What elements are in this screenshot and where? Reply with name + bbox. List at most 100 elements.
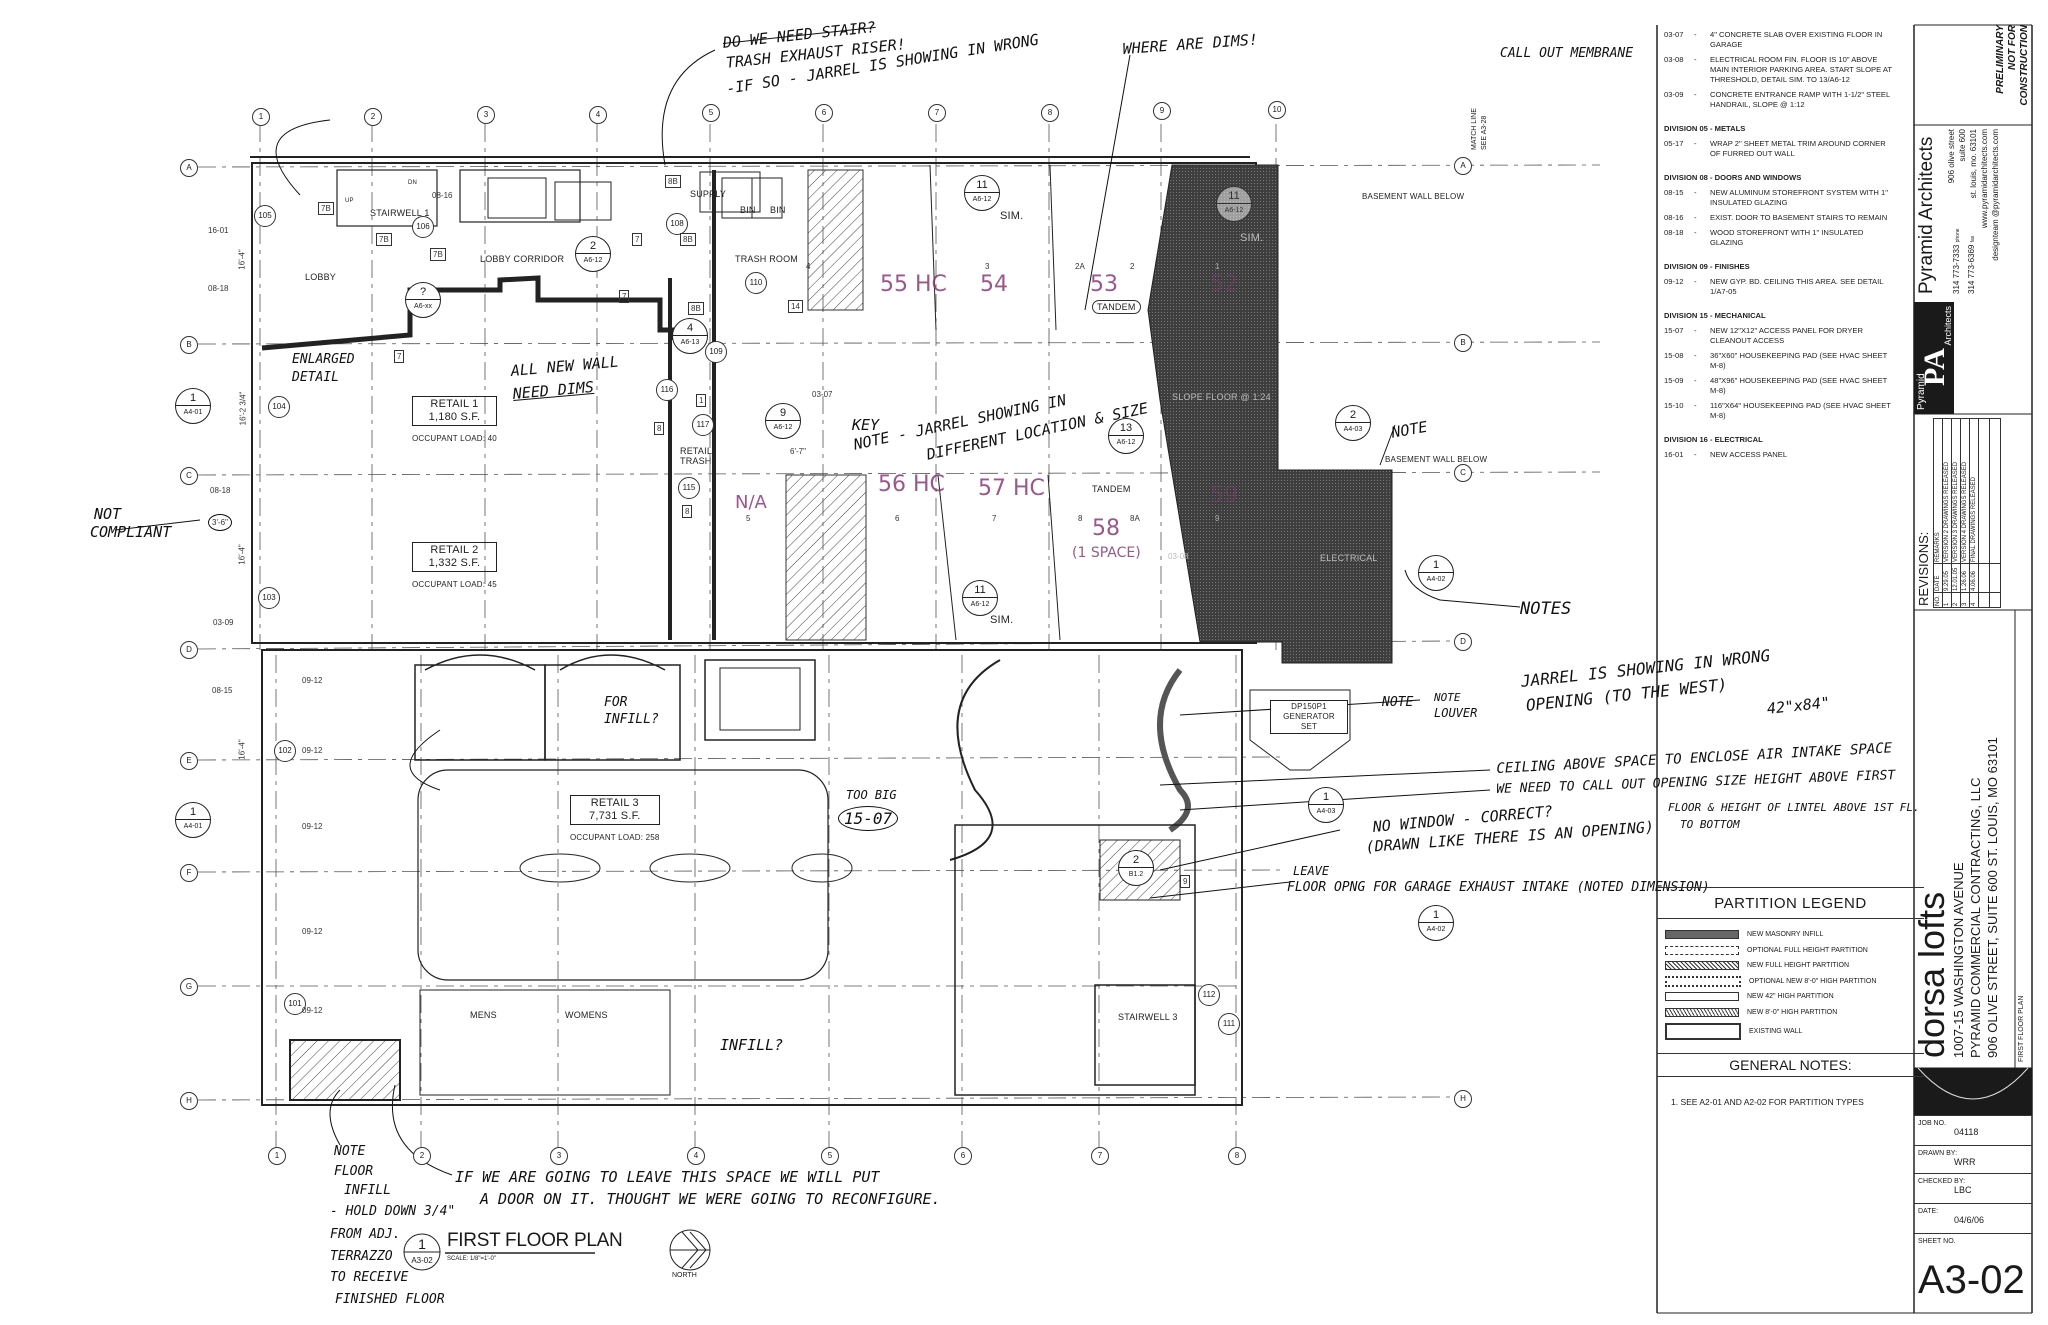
stall-number: 2	[1130, 262, 1135, 271]
annotation: - HOLD DOWN 3/4"	[330, 1204, 456, 1219]
keynote-code: 09-12	[1664, 277, 1684, 286]
section-marker: ?A6-xx	[405, 282, 441, 318]
separator: -	[1694, 30, 1697, 39]
keynote-item: 16-01-NEW ACCESS PANEL	[1664, 450, 1896, 460]
separator: -	[1694, 139, 1697, 148]
revisions-title: REVISIONS:	[1916, 531, 1931, 606]
sheet-number: A3-02	[1918, 1258, 2025, 1302]
markup-stall-number: 59	[1210, 483, 1238, 508]
annotation: INFILL	[344, 1183, 391, 1198]
retail-2-name: RETAIL 2	[430, 544, 479, 556]
markup-note: (1 SPACE)	[1072, 545, 1141, 561]
partition-legend-title: PARTITION LEGEND	[1657, 888, 1924, 919]
grid-row-a: A	[180, 159, 198, 177]
keynote-division: DIVISION 09 - FINISHES	[1664, 262, 1750, 271]
keynote-code: 08-18	[1664, 228, 1684, 237]
firm-logo: Pyramid PA Architects	[1914, 302, 1954, 414]
grid-col-8: 8	[1041, 104, 1059, 122]
retail-3-load: OCCUPANT LOAD: 258	[570, 833, 660, 842]
stall-number: 4	[806, 262, 811, 271]
door-tag: 115	[678, 477, 700, 499]
keynote-text: NEW GYP. BD. CEILING THIS AREA. SEE DETA…	[1710, 277, 1884, 296]
door-tag: 106	[412, 216, 434, 238]
annotation: NOTES	[1520, 599, 1572, 619]
diagonal-swatch	[1665, 1007, 1739, 1017]
stall-number: 7	[992, 514, 997, 523]
north-label: NORTH	[672, 1272, 697, 1279]
keynote-text: 48"X96" HOUSEKEEPING PAD (SEE HVAC SHEET…	[1710, 376, 1888, 395]
stall-number: 9	[1215, 514, 1220, 523]
separator: -	[1694, 188, 1697, 197]
separator: -	[1694, 351, 1697, 360]
keynote-code: 05-17	[1664, 139, 1684, 148]
keynote-text: 116"X64" HOUSEKEEPING PAD (SEE HVAC SHEE…	[1710, 401, 1891, 420]
retail-1-area: 1,180 S.F.	[428, 411, 481, 423]
partition-tag: 8	[654, 422, 665, 435]
room-lobby: LOBBY	[305, 272, 337, 282]
dimension: 6'-7"	[790, 447, 806, 456]
door-tag: 104	[268, 396, 290, 418]
grid-row-b-right: B	[1454, 334, 1472, 352]
annotation: TO BOTTOM	[1680, 818, 1740, 831]
room-trash-room: TRASH ROOM	[735, 254, 799, 264]
room-womens: WOMENS	[565, 1010, 608, 1020]
room-generator-set: DP150P1 GENERATOR SET	[1270, 700, 1348, 734]
stall-number: 5	[746, 514, 751, 523]
door-tag: 103	[258, 587, 280, 609]
grid-col-6: 6	[815, 104, 833, 122]
basement-wall-label-2: BASEMENT WALL BELOW	[1385, 455, 1488, 464]
dimension: 3'-6"	[208, 514, 232, 531]
keynote-tag: 08-18	[210, 486, 231, 495]
door-tag: 110	[745, 272, 767, 294]
empty-swatch	[1665, 992, 1739, 1002]
dimension: 16'-2 3/4"	[238, 391, 248, 426]
keynote-tag: 08-15	[212, 686, 233, 695]
retail-2-area: 1,332 S.F.	[428, 557, 481, 569]
match-line-ref: SEE A3-28	[1481, 115, 1488, 150]
crosshatch-swatch	[1665, 961, 1739, 971]
annotation: NOTE	[334, 1144, 366, 1159]
general-notes-title: GENERAL NOTES:	[1657, 1052, 1924, 1077]
partition-tag: 8B	[680, 233, 696, 246]
annotation: LOUVER	[1434, 706, 1478, 720]
keynote-item: 03-08-ELECTRICAL ROOM FIN. FLOOR IS 10" …	[1664, 55, 1896, 85]
room-supply: SUPPLY	[690, 189, 727, 199]
door-tag: 102	[274, 740, 296, 762]
separator: -	[1694, 213, 1697, 222]
annotation: CALL OUT MEMBRANE	[1500, 46, 1634, 61]
keynote-text: WOOD STOREFRONT WITH 1" INSULATED GLAZIN…	[1710, 228, 1864, 247]
door-tag: 105	[254, 205, 276, 227]
keynote-code: 03-08	[1664, 55, 1684, 64]
general-note-item: 1. SEE A2-01 AND A2-02 FOR PARTITION TYP…	[1671, 1097, 1864, 1107]
door-tag: 108	[666, 213, 688, 235]
markup-stall-number: 57 HC	[978, 476, 1045, 501]
grid-row-d: D	[180, 641, 198, 659]
annotation: NOTE	[1382, 695, 1414, 710]
keynote-item: 15-09-48"X96" HOUSEKEEPING PAD (SEE HVAC…	[1664, 376, 1896, 396]
door-tag: 109	[705, 341, 727, 363]
grid-row-c: C	[180, 467, 198, 485]
keynote-text: NEW 12"X12" ACCESS PANEL FOR DRYER CLEAN…	[1710, 326, 1863, 345]
keynote-division: DIVISION 08 - DOORS AND WINDOWS	[1664, 173, 1802, 182]
keynote-tag: 09-12	[302, 822, 323, 831]
keynote-code: 08-16	[1664, 213, 1684, 222]
separator: -	[1694, 228, 1697, 237]
keynote-code: 15-10	[1664, 401, 1684, 410]
grid-col-10: 10	[1268, 101, 1286, 119]
date-cell: DATE:04/6/06	[1914, 1203, 2032, 1234]
grid-col-2: 2	[364, 108, 382, 126]
grid-row-e: E	[180, 752, 198, 770]
project-address: 1007-15 WASHINGTON AVENUE	[1951, 862, 1966, 1058]
partition-tag: 7	[394, 350, 405, 363]
keynote-division: DIVISION 15 - MECHANICAL	[1664, 311, 1766, 320]
